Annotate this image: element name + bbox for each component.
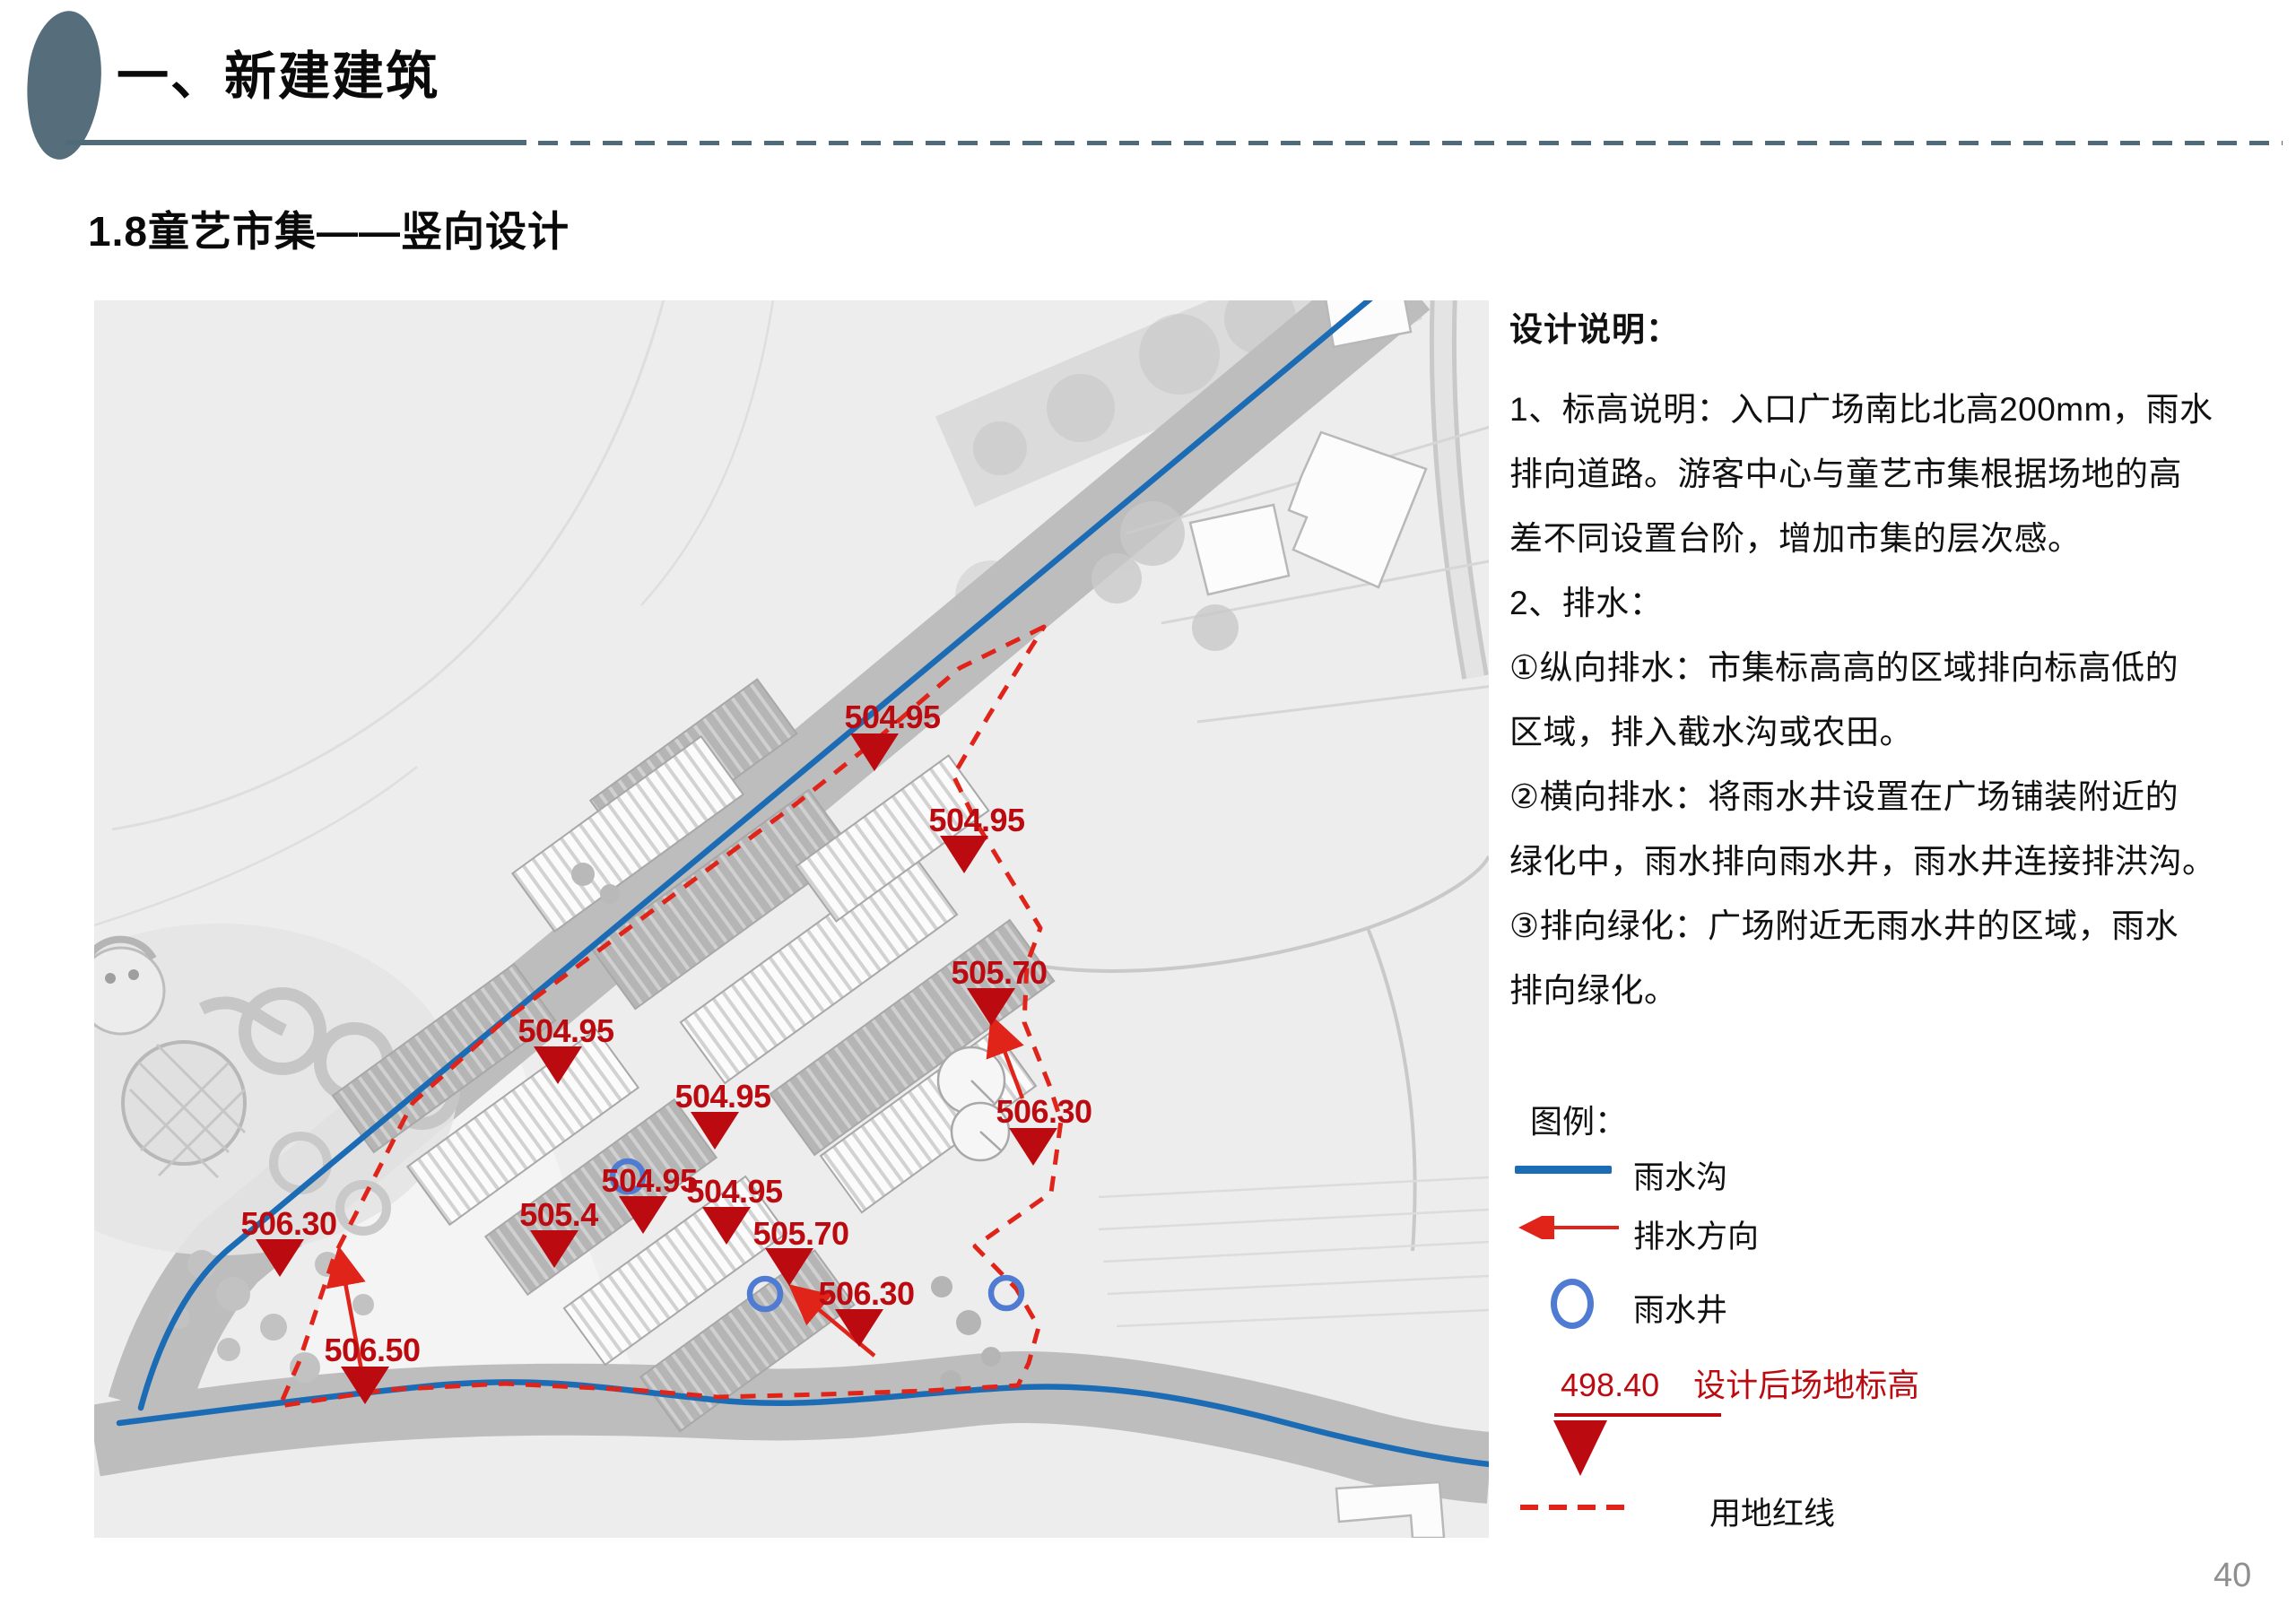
elevation-triangle — [850, 733, 899, 771]
existing-building-small — [1188, 503, 1291, 596]
elevation-label: 505.70 — [752, 1215, 848, 1252]
market-stall — [510, 734, 745, 933]
elevation-label: 504.95 — [928, 802, 1025, 838]
existing-buildings — [1188, 300, 1446, 1538]
road-band-side-surface — [1433, 300, 1484, 679]
design-note-line: 1、标高说明：入口广场南比北高200mm，雨水 — [1509, 391, 2213, 428]
elevation-triangle — [341, 1367, 389, 1404]
elevation-triangle — [835, 1309, 883, 1347]
page-number: 40 — [2213, 1557, 2252, 1594]
design-note-line: ③排向绿化：广场附近无雨水井的区域，雨水 — [1509, 907, 2179, 944]
round-tanks — [936, 1046, 1011, 1162]
elevation-triangle-swatch — [1553, 1420, 1607, 1476]
elevation-label: 506.50 — [324, 1332, 420, 1368]
header-rule-solid — [65, 140, 526, 145]
legend: 图例： 雨水沟 排水方向 雨水井 498.40 设计后场地标高 用地红线 — [1509, 1096, 2290, 1562]
legend-elevation-item: 498.40 设计后场地标高 — [1561, 1359, 1919, 1406]
legend-elevation-value: 498.40 — [1561, 1367, 1660, 1403]
elevation-label: 504.95 — [601, 1162, 698, 1199]
elevation-triangle — [940, 836, 988, 873]
elevation-label: 504.95 — [674, 1078, 771, 1115]
page-title: 一、新建建筑 — [117, 48, 440, 106]
elevation-triangle — [702, 1207, 751, 1245]
design-note-line: 排向绿化。 — [1509, 972, 1678, 1009]
header-rule-dashed — [538, 141, 2283, 145]
existing-building-south — [1335, 1480, 1446, 1538]
elevation-label: 504.95 — [844, 699, 941, 735]
drainage-direction-arrow — [986, 1014, 1025, 1099]
paddy-lines — [1098, 1176, 1489, 1328]
legend-heading: 图例： — [1530, 1103, 1628, 1140]
design-note-line: ①纵向排水：市集标高高的区域排向标高低的 — [1509, 649, 2179, 686]
elevation-label: 506.30 — [240, 1205, 336, 1242]
legend-direction-label: 排水方向 — [1633, 1219, 1760, 1254]
market-stall — [795, 754, 990, 923]
well-circle-swatch — [1551, 1279, 1594, 1329]
rainwater-ditch-road — [137, 300, 1373, 1411]
legend-elevation-label: 设计后场地标高 — [1693, 1367, 1920, 1403]
existing-building-north — [1325, 300, 1413, 349]
drainage-direction-arrow — [788, 1284, 876, 1358]
elevation-triangle — [619, 1196, 667, 1234]
elevation-label: 505.70 — [951, 954, 1047, 991]
elevation-triangle — [530, 1230, 578, 1268]
ditch-line-swatch — [1515, 1166, 1612, 1174]
legend-ditch-label: 雨水沟 — [1633, 1160, 1728, 1195]
market-stall — [679, 852, 959, 1085]
contour-lines — [94, 300, 775, 927]
farm-paths — [1026, 855, 1489, 1252]
market-stall — [589, 788, 855, 1011]
legend-well-label: 雨水井 — [1633, 1293, 1728, 1328]
drainage-direction-swatch — [1518, 1216, 1619, 1239]
design-notes: 设计说明： 1、标高说明：入口广场南比北高200mm，雨水 排向道路。游客中心与… — [1509, 302, 2290, 1023]
shrubs — [169, 863, 1001, 1392]
playground — [94, 924, 460, 1255]
design-note-line: 绿化中，雨水排向雨水井，雨水井连接排洪沟。 — [1509, 843, 2216, 880]
elevation-label: 506.30 — [818, 1275, 914, 1312]
design-note-line: 差不同设置台阶，增加市集的层次感。 — [1509, 520, 2082, 557]
elevation-triangle — [1009, 1128, 1057, 1166]
design-note-line: 排向道路。游客中心与童艺市集根据场地的高 — [1509, 456, 2182, 492]
elevation-label: 504.95 — [686, 1173, 783, 1210]
design-notes-heading: 设计说明： — [1509, 311, 1680, 348]
design-note-line: 区域，排入截水沟或农田。 — [1509, 714, 1913, 751]
elevation-label: 506.30 — [996, 1093, 1091, 1130]
design-note-line: 2、排水： — [1509, 585, 1664, 621]
rainwater-well — [987, 1274, 1025, 1312]
elevation-triangle — [534, 1046, 582, 1084]
trees — [1091, 501, 1239, 651]
elevation-triangle — [765, 1248, 813, 1286]
site-plan-map: 504.95504.95505.70504.95506.30504.95504.… — [94, 300, 1489, 1538]
rainwater-well — [746, 1275, 784, 1313]
existing-building-large — [1287, 430, 1428, 589]
section-subtitle: 1.8童艺市集——竖向设计 — [88, 208, 570, 255]
elevation-triangle — [256, 1239, 304, 1277]
elevation-triangle — [967, 988, 1015, 1026]
rainwater-well — [609, 1158, 647, 1195]
redline-dash-swatch — [1520, 1505, 1630, 1510]
elevation-underline-swatch — [1554, 1413, 1721, 1417]
elevation-triangle — [691, 1112, 739, 1150]
elevation-label: 505.4 — [519, 1196, 598, 1233]
market-stall — [405, 1028, 640, 1227]
design-note-line: ②横向排水：将雨水井设置在广场铺装附近的 — [1509, 778, 2179, 815]
elevation-label: 504.95 — [517, 1012, 614, 1049]
legend-redline-label: 用地红线 — [1709, 1497, 1836, 1532]
